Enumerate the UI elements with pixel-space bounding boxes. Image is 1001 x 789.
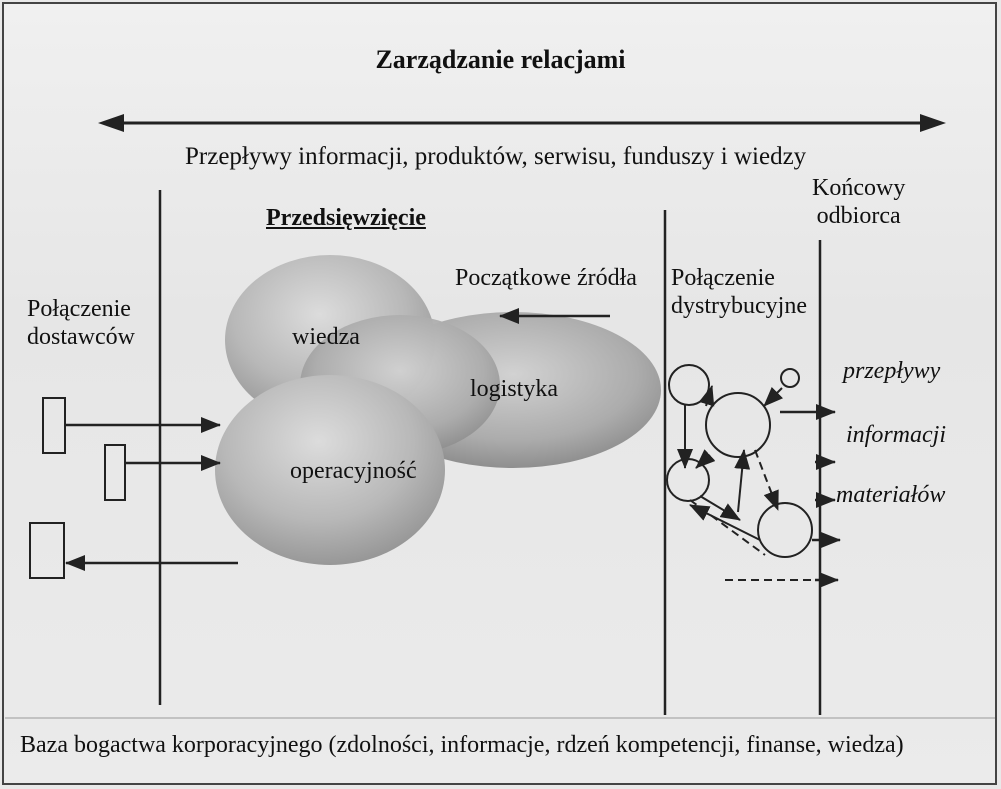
- distribution-links-label: Połączenie dystrybucyjne: [671, 265, 807, 320]
- logistics-label: logistyka: [470, 376, 558, 402]
- initial-sources-label: Początkowe źródła: [455, 265, 637, 291]
- enterprise-ellipses: [215, 255, 661, 565]
- supplier-box-3: [29, 522, 65, 579]
- supplier-links-line-2: dostawców: [27, 323, 135, 350]
- flow-label-materials: materiałów: [836, 482, 946, 508]
- flows-label: Przepływy informacji, produktów, serwisu…: [185, 143, 807, 170]
- distribution-network: [666, 364, 820, 581]
- supplier-box-1: [42, 397, 66, 454]
- diagram-title: Zarządzanie relacjami: [375, 45, 626, 74]
- supplier-box-2: [104, 444, 126, 501]
- end-customer-line-1: Końcowy: [812, 175, 906, 201]
- distribution-links-line-1: Połączenie: [671, 265, 775, 291]
- operations-label: operacyjność: [290, 458, 417, 484]
- operations-ellipse: [215, 375, 445, 565]
- supplier-links-line-1: Połączenie: [27, 296, 131, 322]
- end-customer-line-2: odbiorca: [816, 202, 901, 229]
- flow-label-information: informacji: [846, 422, 946, 448]
- distribution-links-line-2: dystrybucyjne: [671, 292, 807, 319]
- corporate-wealth-base-label: Baza bogactwa korporacyjnego (zdolności,…: [20, 732, 904, 758]
- knowledge-label: wiedza: [292, 324, 360, 350]
- relationship-arrow: [98, 114, 946, 132]
- flow-label-flows: przepływy: [843, 358, 941, 384]
- enterprise-label: Przedsięwzięcie: [266, 205, 426, 231]
- supplier-links-label: Połączenie dostawców: [27, 296, 135, 351]
- end-customer-label: Końcowy odbiorca: [812, 175, 905, 230]
